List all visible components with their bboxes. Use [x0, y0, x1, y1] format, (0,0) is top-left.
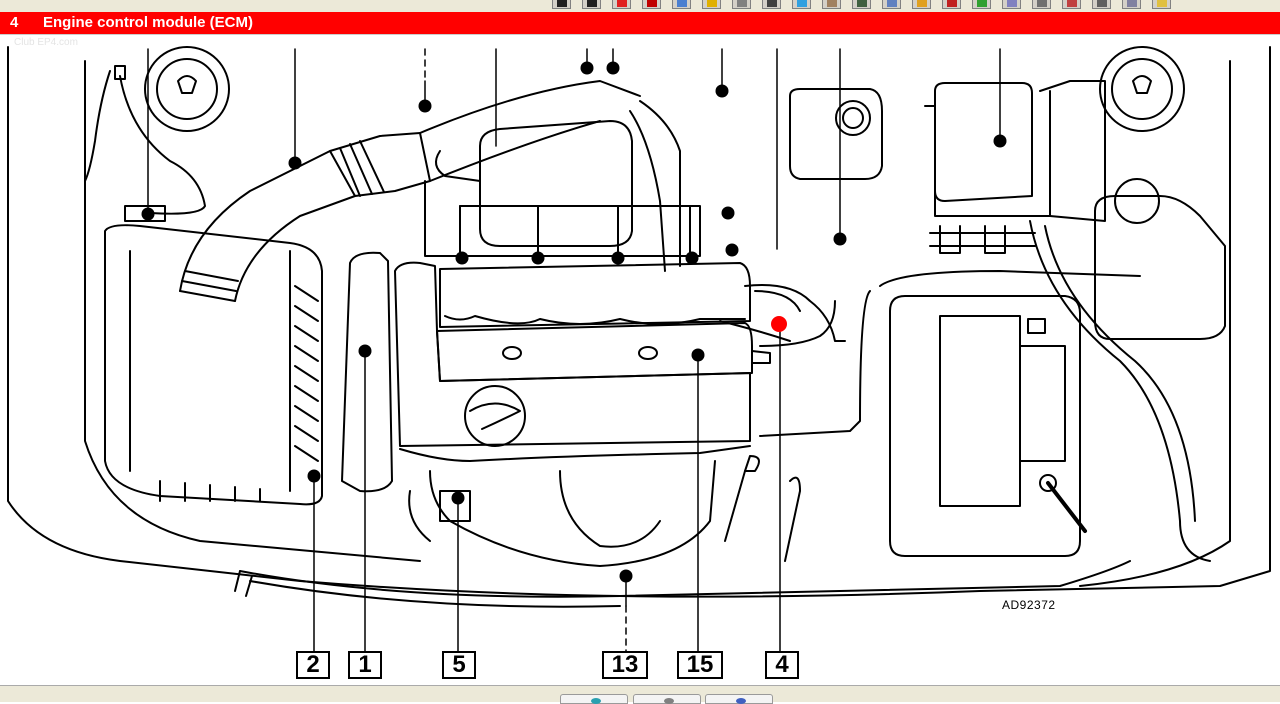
toolbar-button[interactable] [972, 0, 991, 9]
engine-bay-diagram [7, 46, 1271, 652]
window-title: Engine control module (ECM) [43, 14, 253, 31]
battery [889, 295, 1087, 557]
cursor-icon [736, 698, 746, 704]
n-icon [557, 0, 567, 7]
resonator-box [435, 120, 633, 247]
toolbar-button[interactable] [852, 0, 871, 9]
car-icon [947, 0, 957, 7]
diagram-canvas: Club EP4.com AD92372 2 1 5 13 15 4 [0, 34, 1280, 686]
callout-2[interactable]: 2 [296, 651, 330, 679]
highlight-marker[interactable] [771, 316, 787, 332]
tools-icon [1037, 0, 1047, 7]
toolbar-button[interactable] [882, 0, 901, 9]
toolbar-button[interactable] [1032, 0, 1051, 9]
right-strut-tower [1099, 46, 1185, 132]
toolbar-button[interactable] [1152, 0, 1171, 9]
toolbar-button[interactable] [1002, 0, 1021, 9]
bottom-tab[interactable] [705, 694, 773, 704]
pencil-icon [707, 0, 717, 7]
bookmark-icon [797, 0, 807, 7]
toolbar-button[interactable] [822, 0, 841, 9]
chart-icon [977, 0, 987, 7]
document-icon [677, 0, 687, 7]
help-icon [1157, 0, 1167, 7]
toolbar-button[interactable] [702, 0, 721, 9]
toolbar-button[interactable] [672, 0, 691, 9]
engine-block [341, 251, 751, 493]
leader-lines [147, 48, 1001, 652]
toolbar-button[interactable] [582, 0, 601, 9]
warning-icon [617, 0, 627, 7]
link-icon [737, 0, 747, 7]
ecm-unit[interactable] [924, 80, 1106, 222]
toolbar-button[interactable] [942, 0, 961, 9]
flag-icon [647, 0, 657, 7]
toolbar [0, 0, 1280, 12]
toolbar-button[interactable] [792, 0, 811, 9]
coolant-reservoir [789, 88, 883, 180]
folder-icon [1007, 0, 1017, 7]
ignition-module [436, 322, 771, 382]
toolbar-button[interactable] [732, 0, 751, 9]
toolbar-button[interactable] [612, 0, 631, 9]
box-icon [827, 0, 837, 7]
callout-1[interactable]: 1 [348, 651, 382, 679]
cam-cover [439, 262, 751, 328]
list-icon [1127, 0, 1137, 7]
callout-dots [141, 61, 1007, 583]
callout-13[interactable]: 13 [602, 651, 648, 679]
cursor-icon [587, 0, 597, 7]
reference-code: AD92372 [1002, 598, 1056, 612]
save-icon [857, 0, 867, 7]
bottom-tab[interactable] [633, 694, 701, 704]
window-title-bar: 4 Engine control module (ECM) [0, 12, 1280, 34]
title-number: 4 [10, 14, 19, 31]
export-icon [1097, 0, 1107, 7]
toolbar-button[interactable] [912, 0, 931, 9]
intake-duct [179, 80, 641, 302]
bottom-tab[interactable] [560, 694, 628, 704]
toolbar-button[interactable] [1062, 0, 1081, 9]
toolbar-button[interactable] [1092, 0, 1111, 9]
watermark: Club EP4.com [14, 37, 78, 48]
left-strut-tower [144, 46, 230, 132]
pen-icon [664, 698, 674, 704]
callout-4[interactable]: 4 [765, 651, 799, 679]
toolbar-button[interactable] [1122, 0, 1141, 9]
print-icon [1067, 0, 1077, 7]
callout-5[interactable]: 5 [442, 651, 476, 679]
tag-icon [917, 0, 927, 7]
air-filter-housing [104, 224, 323, 506]
eye-icon [767, 0, 777, 7]
toolbar-button[interactable] [642, 0, 661, 9]
brake-reservoir [1094, 178, 1226, 340]
bottom-tab-bar [0, 685, 1280, 704]
toolbar-button[interactable] [762, 0, 781, 9]
callout-15[interactable]: 15 [677, 651, 723, 679]
toolbar-button[interactable] [552, 0, 571, 9]
globe-icon [591, 698, 601, 704]
grid-icon [887, 0, 897, 7]
